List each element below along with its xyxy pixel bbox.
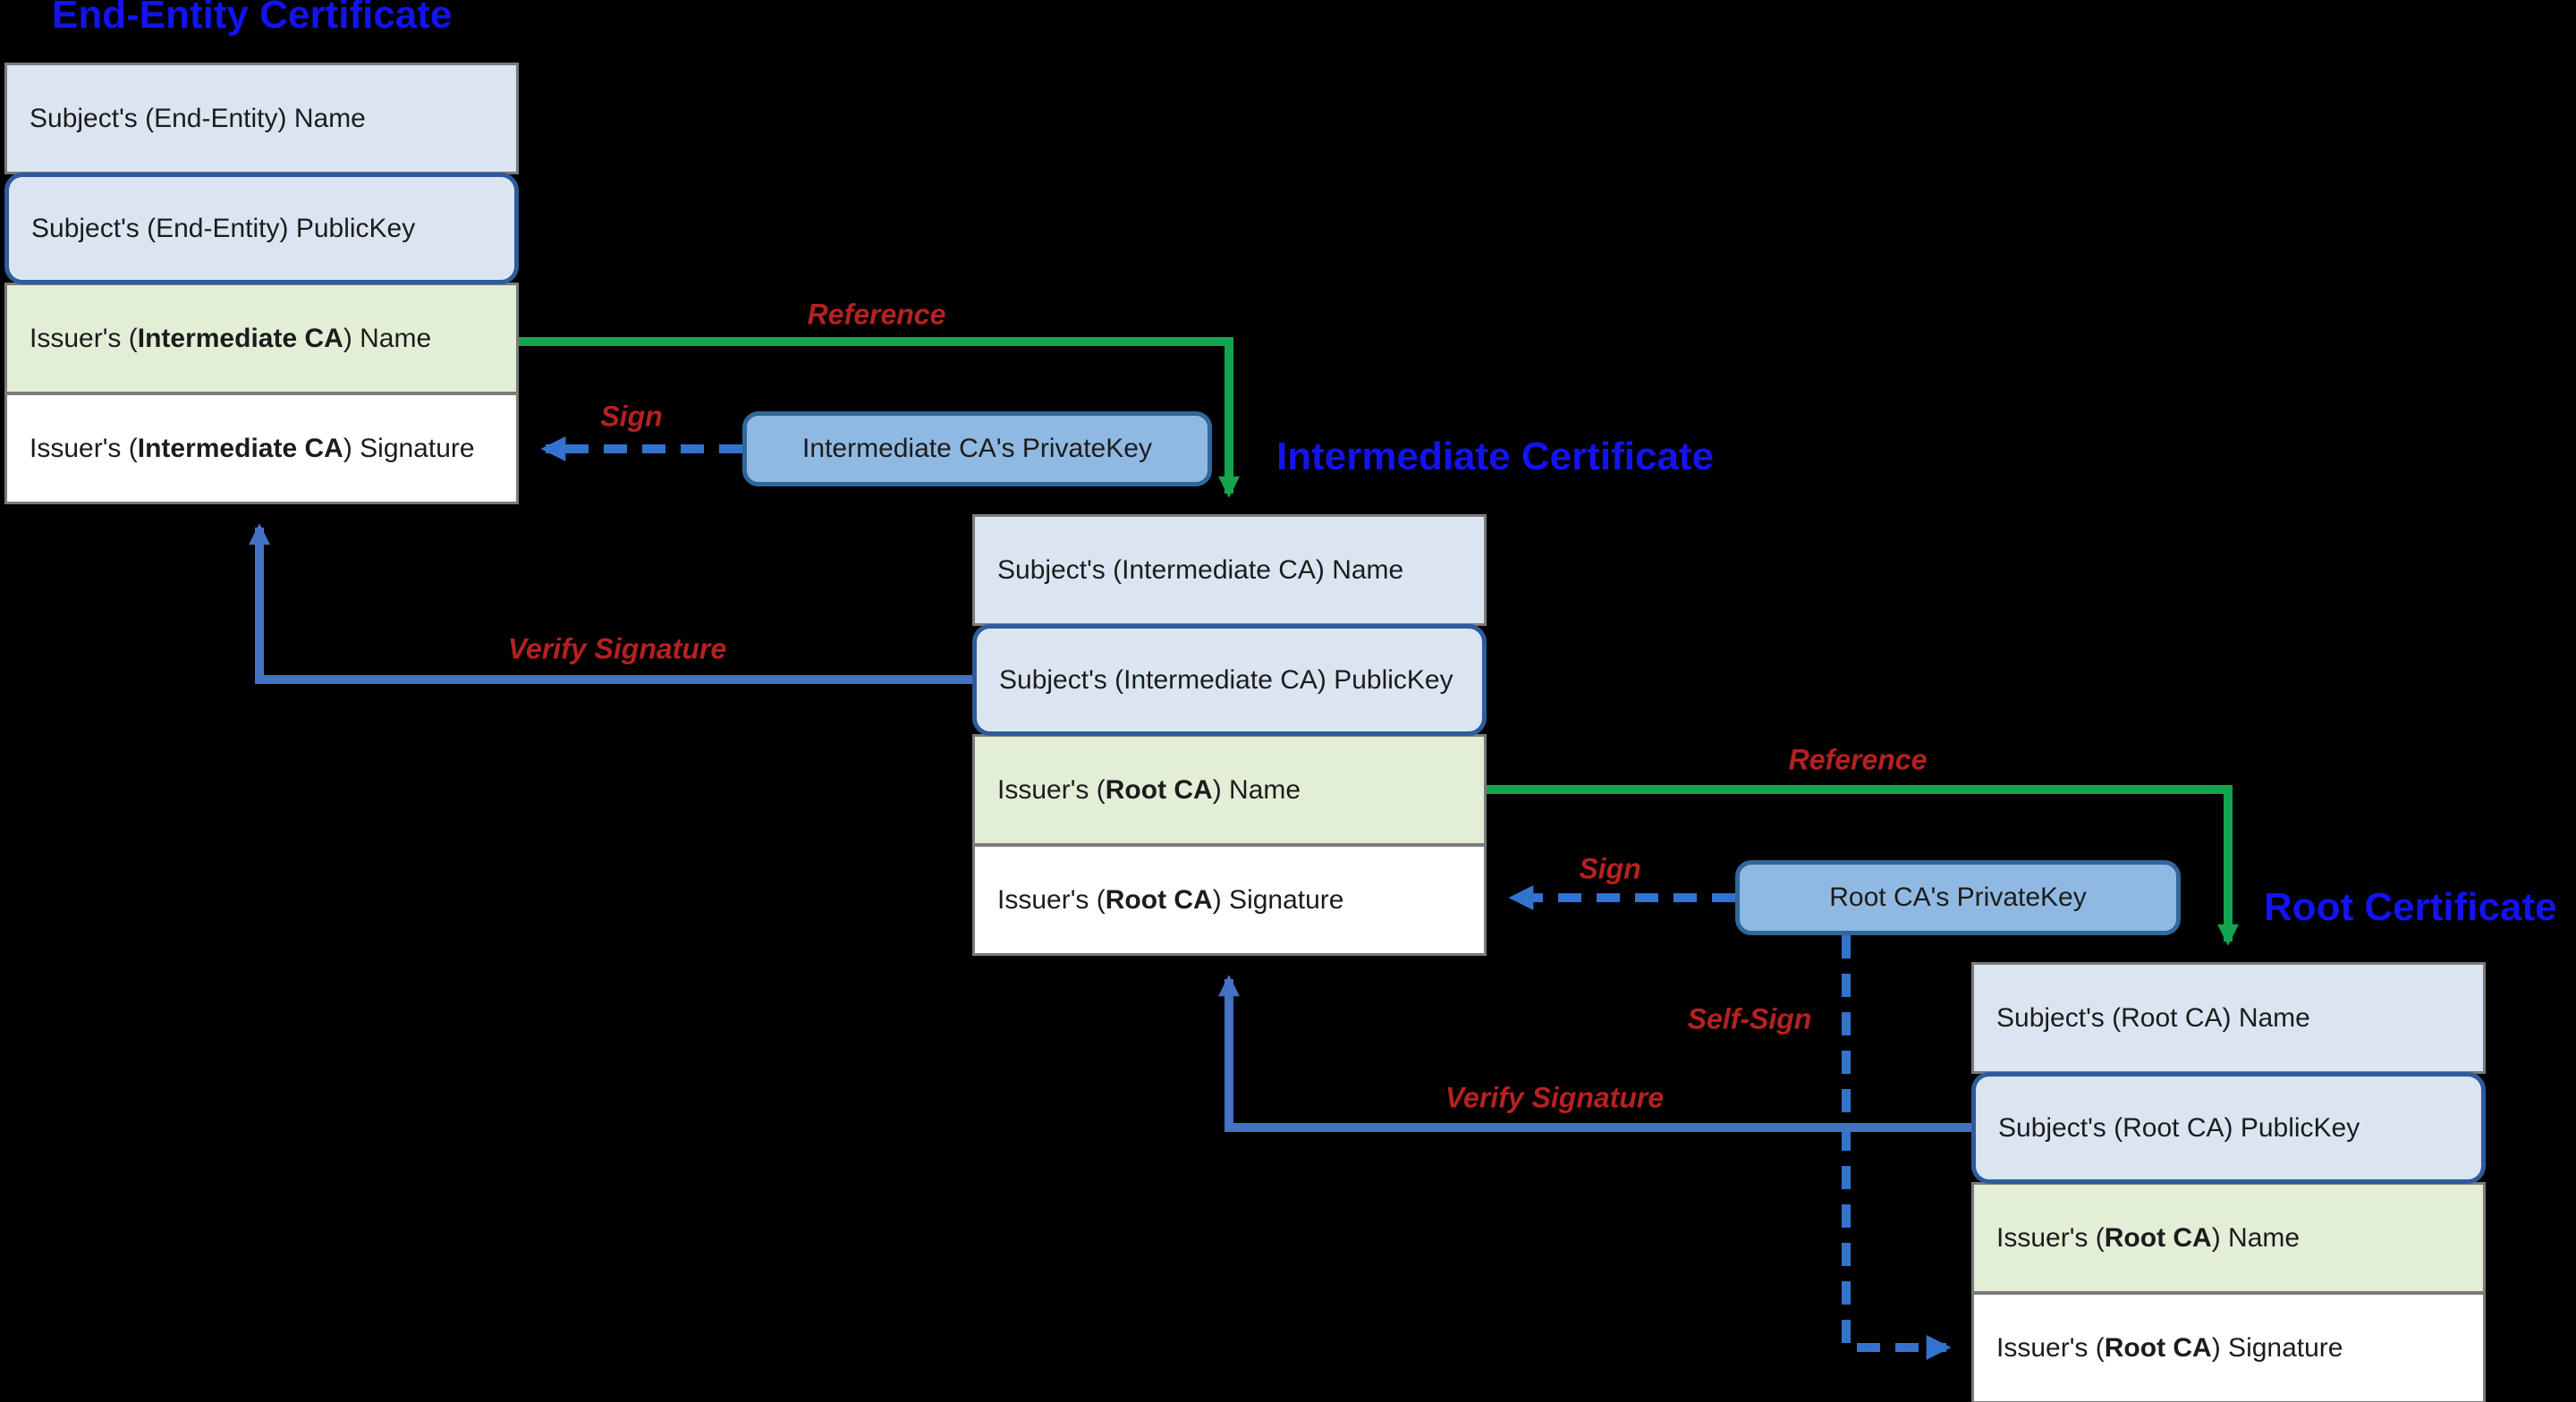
reference-arrow-1 — [519, 337, 1240, 498]
sign-label-2: Sign — [1579, 852, 1641, 885]
issuer-name-row: Issuer's (Root CA) Name — [972, 734, 1487, 846]
issuer-name-row: Issuer's (Intermediate CA) Name — [4, 283, 519, 394]
self-sign-label: Self-Sign — [1687, 1002, 1812, 1035]
subject-name-row: Subject's (Intermediate CA) Name — [972, 514, 1487, 626]
subject-name-row: Subject's (Root CA) Name — [1971, 962, 2486, 1074]
reference-label-2: Reference — [1788, 743, 1928, 776]
issuer-signature-row: Issuer's (Root CA) Signature — [972, 844, 1487, 956]
verify-signature-label-1: Verify Signature — [507, 632, 727, 665]
self-sign-arrow — [1842, 935, 1952, 1360]
root-ca-privatekey-box: Root CA's PrivateKey — [1735, 860, 2181, 935]
verify-signature-label-2: Verify Signature — [1445, 1081, 1665, 1114]
intermediate-ca-privatekey-box: Intermediate CA's PrivateKey — [742, 411, 1212, 486]
reference-label-1: Reference — [807, 298, 946, 331]
intermediate-certificate-title: Intermediate Certificate — [1276, 435, 1715, 478]
reference-arrow-2 — [1487, 785, 2239, 946]
end-entity-certificate-title: End-Entity Certificate — [52, 0, 453, 37]
subject-publickey-row: Subject's (Intermediate CA) PublicKey — [972, 624, 1487, 736]
verify-signature-arrow-1 — [249, 523, 972, 684]
subject-publickey-row: Subject's (Root CA) PublicKey — [1971, 1072, 2486, 1184]
verify-signature-arrow-2 — [1218, 975, 1971, 1132]
sign-label-1: Sign — [600, 400, 663, 433]
issuer-signature-row: Issuer's (Root CA) Signature — [1971, 1292, 2486, 1402]
subject-publickey-row: Subject's (End-Entity) PublicKey — [4, 173, 519, 284]
issuer-signature-row: Issuer's (Intermediate CA) Signature — [4, 393, 519, 504]
root-certificate-title: Root Certificate — [2264, 885, 2557, 929]
